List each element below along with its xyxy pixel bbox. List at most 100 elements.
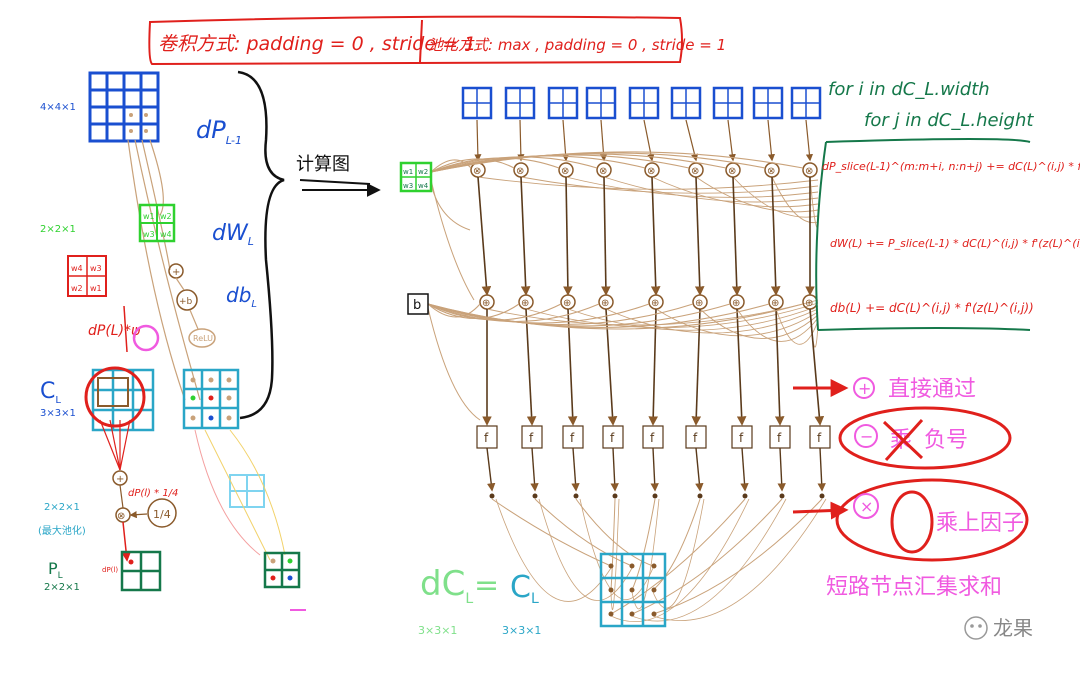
w-node-cell: w3 [403,182,413,190]
output-dot [697,493,703,499]
output-dot [819,493,825,499]
watermark-text: 龙果 [993,616,1033,640]
output-dot [612,493,618,499]
activation-glyph: f [650,431,655,445]
activation-glyph: f [739,431,744,445]
add-glyph: ⊕ [563,298,571,309]
dc-size: 3×3×1 [418,624,457,637]
w-node-cell: w2 [418,168,428,176]
output-dot [489,493,495,499]
dpl-quarter-text: dP(l) * 1/4 [128,488,178,499]
computation-graph: ⊗⊕f⊗⊕f⊗⊕f⊗⊕f⊗⊕f⊗⊕f⊗⊕f⊗⊕f⊗⊕f [427,86,831,622]
backprop-edge [775,308,819,345]
kernel-cell: w1 [143,212,155,221]
c-activation-grid [182,368,240,430]
backprop-edge [771,176,819,224]
legend-times-text: 乘上因子 [936,511,1024,536]
legend-sum-text: 短路节点汇集求和 [826,575,1002,600]
activation-glyph: f [693,431,698,445]
relu-node [188,328,216,348]
legend-plus-circle [853,377,875,399]
add-glyph: ⊕ [805,298,813,309]
gather-edge [610,498,620,611]
rot-cell: w4 [71,264,83,273]
pool-plus-glyph: + [116,474,124,485]
gather-edge [631,498,783,615]
backprop-edge [736,308,819,342]
backprop-edge [520,176,819,194]
relu-text: ReLU [193,334,213,343]
backprop-edge [565,176,819,198]
gather-edge [610,498,746,615]
legend-minus-cross [882,418,924,462]
add-glyph: ⊕ [695,298,703,309]
compute-graph-label: 计算图 [296,154,350,175]
b-edge [427,303,804,330]
gather-edge [610,498,616,591]
rot-cell: w2 [71,284,83,293]
legend-plus-symbol: + [858,379,871,398]
kernel-cell: w2 [160,212,172,221]
backprop-edge [651,176,819,208]
plus-b-text: +b [179,297,193,307]
add-glyph: ⊕ [771,298,779,309]
backprop-edge [525,302,819,329]
pool-times-glyph: ⊗ [117,511,125,522]
multiply-glyph: ⊗ [516,166,524,177]
formula-dp: dP_slice(L-1)^(m:m+i, n:n+j) += dC(L)^(i… [822,160,1080,173]
input-grid [88,71,160,143]
kernel-size-label: 2×2×1 [40,224,76,235]
header-box [148,15,683,66]
input-size-label: 4×4×1 [40,102,76,113]
multiply-glyph: ⊗ [767,166,775,177]
backprop-edge [699,308,819,340]
w-node-cell: w1 [403,168,413,176]
b-edge [427,303,481,318]
formula-dw: dW(L) += P_slice(L-1) * dC(L)^(i,j) * f'… [830,237,1080,250]
formula-db: db(L) += dC(L)^(i,j) * f'(z(L)^(i,j)) [830,301,1034,315]
legend-plus-text: 直接通过 [888,377,976,402]
conv-method-text: 卷积方式: padding = 0 , stride = 1 [158,33,476,55]
quarter-text: 1/4 [153,508,171,521]
legend-times-symbol: × [860,497,873,516]
legend-times-circle [853,493,879,519]
kernel-cell: w4 [160,230,172,239]
multiply-glyph: ⊗ [599,166,607,177]
gather-edge [495,498,612,602]
pool-note-label: (最大池化) [38,524,86,537]
formula-box [815,138,1031,331]
rotated-kernel [67,255,107,297]
legend-arrow-2 [792,501,849,520]
multiply-glyph: ⊗ [728,166,736,177]
multiply-glyph: ⊗ [561,166,569,177]
add-glyph: ⊕ [601,298,609,309]
dw-label: dWL [212,221,254,248]
b-node [407,293,429,315]
legend-minus-symbol: − [860,427,873,446]
quarter-circle [147,498,177,528]
multiply-glyph: ⊗ [805,166,813,177]
plus-node-glyph: + [172,267,180,278]
w-node [399,161,433,193]
gather-edge [491,498,612,567]
w-edge [430,155,646,173]
c-bottom-size: 3×3×1 [502,624,541,637]
gather-edge [652,498,823,615]
brace [237,70,285,420]
gather-edge [575,498,654,567]
kernel-cell: w3 [143,230,155,239]
input-wires [127,139,201,401]
gather-edge [610,498,750,622]
b-node-label: b [413,298,421,313]
plus-b-node [176,289,198,311]
w-edge [430,158,515,173]
output-dot [742,493,748,499]
psi-pink-circle [132,324,160,352]
gather-edge [538,498,633,601]
activation-glyph: f [529,431,534,445]
dpl-psi-text: dP(L)*ψ [88,323,141,339]
gather-edge [652,498,827,621]
rot-cell: w3 [90,264,102,273]
activation-glyph: f [484,431,489,445]
